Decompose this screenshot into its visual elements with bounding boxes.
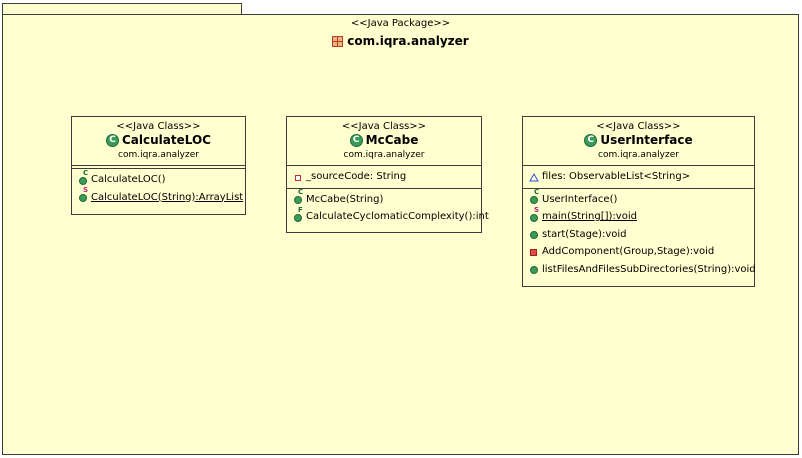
class-title: C UserInterface [523,133,754,148]
operation-label: CalculateCyclomaticComplexity():int [306,211,489,222]
class-stereotype: <<Java Class>> [116,121,201,132]
class-calculateloc[interactable]: <<Java Class>> C CalculateLOC com.iqra.a… [71,116,246,215]
operations-compartment: C CalculateLOC() S CalculateLOC(String):… [72,169,245,208]
attributes-compartment: files: ObservableList<String> [523,166,754,189]
operation[interactable]: C CalculateLOC() [78,169,245,189]
public-final-method-icon: F [293,206,303,222]
public-constructor-icon: C [529,189,539,205]
class-icon: C [349,134,363,147]
private-method-icon [529,247,539,257]
class-icon: C [584,134,598,147]
public-constructor-icon: C [78,169,88,185]
class-header: <<Java Class>> C UserInterface com.iqra.… [523,117,754,166]
package-name: com.iqra.analyzer [347,34,469,48]
operation-label: start(Stage):void [542,228,627,240]
operation[interactable]: C UserInterface() [529,189,754,209]
operation-label: AddComponent(Group,Stage):void [542,246,715,257]
operation-label: CalculateLOC(String):ArrayList [91,191,244,203]
public-static-method-icon: S [529,206,539,222]
class-icon: C [106,134,119,147]
class-title: C CalculateLOC [72,133,245,148]
operation-label: McCabe(String) [306,193,384,205]
operation[interactable]: F CalculateCyclomaticComplexity():int [293,206,489,226]
operation[interactable]: listFilesAndFilesSubDirectories(String):… [529,261,756,279]
operation-label: CalculateLOC() [91,174,166,185]
public-static-method-icon: S [78,187,88,203]
attribute[interactable]: _sourceCode: String [293,168,481,186]
attributes-compartment [72,166,245,169]
class-stereotype: <<Java Class>> [596,121,681,132]
public-method-icon [529,229,539,240]
operations-compartment: C UserInterface() S main(String[]):void … [523,189,756,281]
public-constructor-icon: C [293,189,303,205]
class-package: com.iqra.analyzer [343,150,425,160]
class-name: McCabe [365,133,419,147]
operation-label: main(String[]):void [542,211,637,222]
class-stereotype: <<Java Class>> [341,121,427,132]
class-userinterface[interactable]: <<Java Class>> C UserInterface com.iqra.… [522,116,756,287]
class-mccabe[interactable]: <<Java Class>> C McCabe com.iqra.analyze… [286,116,489,233]
attribute-label: _sourceCode: String [306,171,407,182]
package-visibility-icon [529,172,539,182]
class-header: <<Java Class>> C CalculateLOC com.iqra.a… [72,117,245,166]
operations-compartment: C McCabe(String) F CalculateCyclomaticCo… [287,189,489,228]
attribute[interactable]: files: ObservableList<String> [529,168,754,186]
class-title: C McCabe [287,133,481,148]
operation[interactable]: C McCabe(String) [293,189,481,209]
operation[interactable]: S CalculateLOC(String):ArrayList [78,187,245,207]
operation-label: listFilesAndFilesSubDirectories(String):… [542,263,756,275]
operation-label: UserInterface() [542,193,618,205]
operation[interactable]: S main(String[]):void [529,206,754,226]
class-package: com.iqra.analyzer [598,150,679,160]
package-tab [2,3,242,15]
class-package: com.iqra.analyzer [118,150,199,160]
attributes-compartment: _sourceCode: String [287,166,481,189]
package-title: com.iqra.analyzer [3,34,798,48]
class-name: UserInterface [600,133,693,147]
attribute-label: files: ObservableList<String> [542,171,691,182]
operation[interactable]: start(Stage):void [529,226,754,244]
operation[interactable]: AddComponent(Group,Stage):void [529,243,754,261]
package-stereotype: <<Java Package>> [350,18,451,29]
private-field-icon [293,172,303,182]
class-header: <<Java Class>> C McCabe com.iqra.analyze… [287,117,481,166]
package-icon [332,35,344,47]
public-method-icon [529,264,539,275]
class-name: CalculateLOC [122,133,211,147]
